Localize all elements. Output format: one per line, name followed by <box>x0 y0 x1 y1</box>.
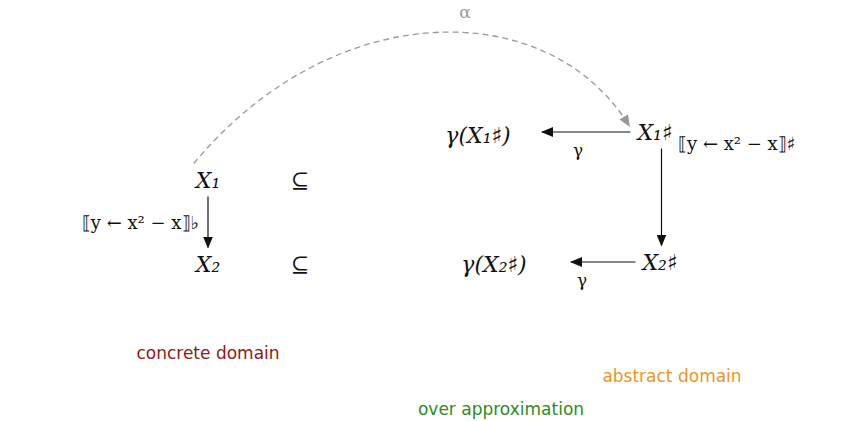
transfer-function-label: ⟦y ← x² − x⟧♭ <box>80 212 201 233</box>
set-symbol: X₂♯ <box>638 248 681 277</box>
region-label: concrete domain <box>136 343 279 363</box>
set-symbol: X₂ <box>192 250 224 279</box>
abstract-set-shape: γ(X₂♯) <box>418 205 570 323</box>
region-label: over approximation <box>418 399 584 419</box>
region-label: abstract domain <box>602 366 741 386</box>
concretization-label: γ <box>571 140 585 160</box>
set-symbol: X₁♯ <box>633 118 676 147</box>
domain-region: abstract domainX₁♯X₂♯ <box>617 35 727 385</box>
abstraction-label: α <box>457 2 472 22</box>
domain-region: concrete domainX₁X₂ <box>170 40 246 330</box>
mapping-arrow <box>571 261 635 262</box>
subset-symbol: ⊆ <box>289 168 311 193</box>
ellipse-outline <box>390 28 612 396</box>
subset-symbol: ⊆ <box>289 252 311 277</box>
set-symbol-text: X₂ <box>196 252 220 277</box>
set-symbol-text: X₂♯ <box>642 250 677 275</box>
ellipse-outline <box>617 35 727 385</box>
set-symbol-text: X₁♯ <box>637 120 672 145</box>
concretization-label: γ <box>575 270 589 290</box>
mapping-arrow <box>207 197 208 248</box>
set-label: γ(X₂♯) <box>461 252 526 277</box>
domain-region: over approximationγ(X₁♯)γ(X₂♯) <box>390 28 612 396</box>
set-label: γ(X₁♯) <box>445 123 510 148</box>
abstract-set-shape: γ(X₁♯) <box>415 105 541 165</box>
transfer-function-label: ⟦y ← x² − x⟧♯ <box>676 133 797 154</box>
abstraction-arrow <box>194 32 630 163</box>
set-symbol: X₁ <box>192 166 224 195</box>
set-symbol-text: X₁ <box>196 168 220 193</box>
mapping-arrow <box>542 131 630 132</box>
mapping-arrow <box>661 149 662 246</box>
